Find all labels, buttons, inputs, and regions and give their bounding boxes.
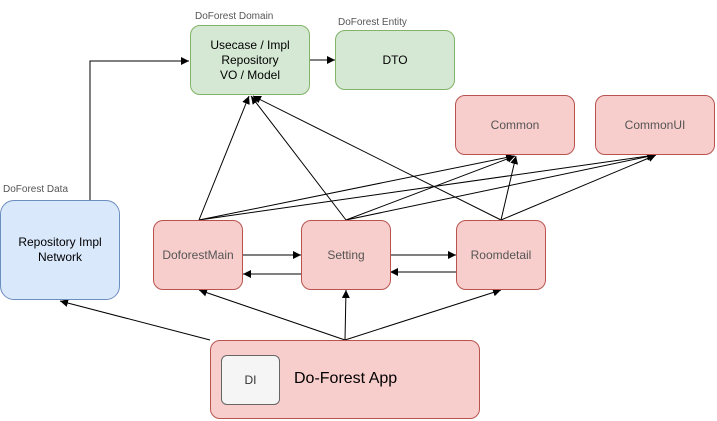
commonui-module-box[interactable]: CommonUI bbox=[595, 95, 715, 155]
domain-line-usecase: Usecase / Impl bbox=[210, 37, 290, 52]
di-box[interactable]: DI bbox=[221, 355, 280, 405]
arrow-roomdetail-to-common bbox=[500, 155, 519, 221]
domain-line-model: VO / Model bbox=[219, 67, 280, 82]
domain-line-repository: Repository bbox=[221, 52, 279, 67]
arrow-app-to-data bbox=[59, 299, 211, 341]
arrow-app-to-setting bbox=[341, 289, 350, 341]
data-line-repository-impl: Repository Impl bbox=[18, 235, 102, 249]
data-module-box[interactable]: Repository Impl Network bbox=[0, 200, 120, 300]
common-label: Common bbox=[490, 117, 540, 132]
setting-label: Setting bbox=[327, 247, 365, 262]
commonui-label: CommonUI bbox=[624, 117, 686, 132]
arrow-setting-to-domain bbox=[250, 95, 347, 221]
data-line-network: Network bbox=[37, 250, 82, 264]
arrow-roomdetail-to-domain bbox=[252, 95, 502, 221]
dto-module-box[interactable]: DTO bbox=[335, 30, 455, 90]
di-label: DI bbox=[244, 373, 257, 387]
common-module-box[interactable]: Common bbox=[455, 95, 575, 155]
arrow-main-to-commonui bbox=[198, 152, 656, 221]
arrow-data-to-domain bbox=[89, 57, 189, 200]
arrow-setting-to-commonui bbox=[345, 152, 656, 221]
arrow-main-to-common bbox=[198, 153, 515, 221]
roomdetail-label: Roomdetail bbox=[470, 247, 532, 262]
setting-module-box[interactable]: Setting bbox=[301, 220, 391, 290]
arrow-roomdetail-to-commonui bbox=[500, 154, 657, 221]
app-title: Do-Forest App bbox=[294, 370, 398, 387]
caption-data: DoForest Data bbox=[3, 184, 69, 195]
arrow-app-to-main bbox=[198, 288, 346, 341]
arrow-setting-to-common bbox=[345, 155, 516, 221]
caption-domain: DoForest Domain bbox=[195, 11, 274, 22]
arrow-app-to-roomdetail bbox=[344, 288, 502, 341]
doforest-main-label: DoforestMain bbox=[162, 247, 234, 262]
dto-label: DTO bbox=[382, 52, 408, 67]
arrow-main-to-domain bbox=[198, 95, 250, 221]
roomdetail-module-box[interactable]: Roomdetail bbox=[456, 220, 546, 290]
caption-entity: DoForest Entity bbox=[338, 17, 407, 28]
doforest-main-module-box[interactable]: DoforestMain bbox=[153, 220, 243, 290]
domain-module-box[interactable]: Usecase / Impl Repository VO / Model bbox=[190, 25, 310, 95]
